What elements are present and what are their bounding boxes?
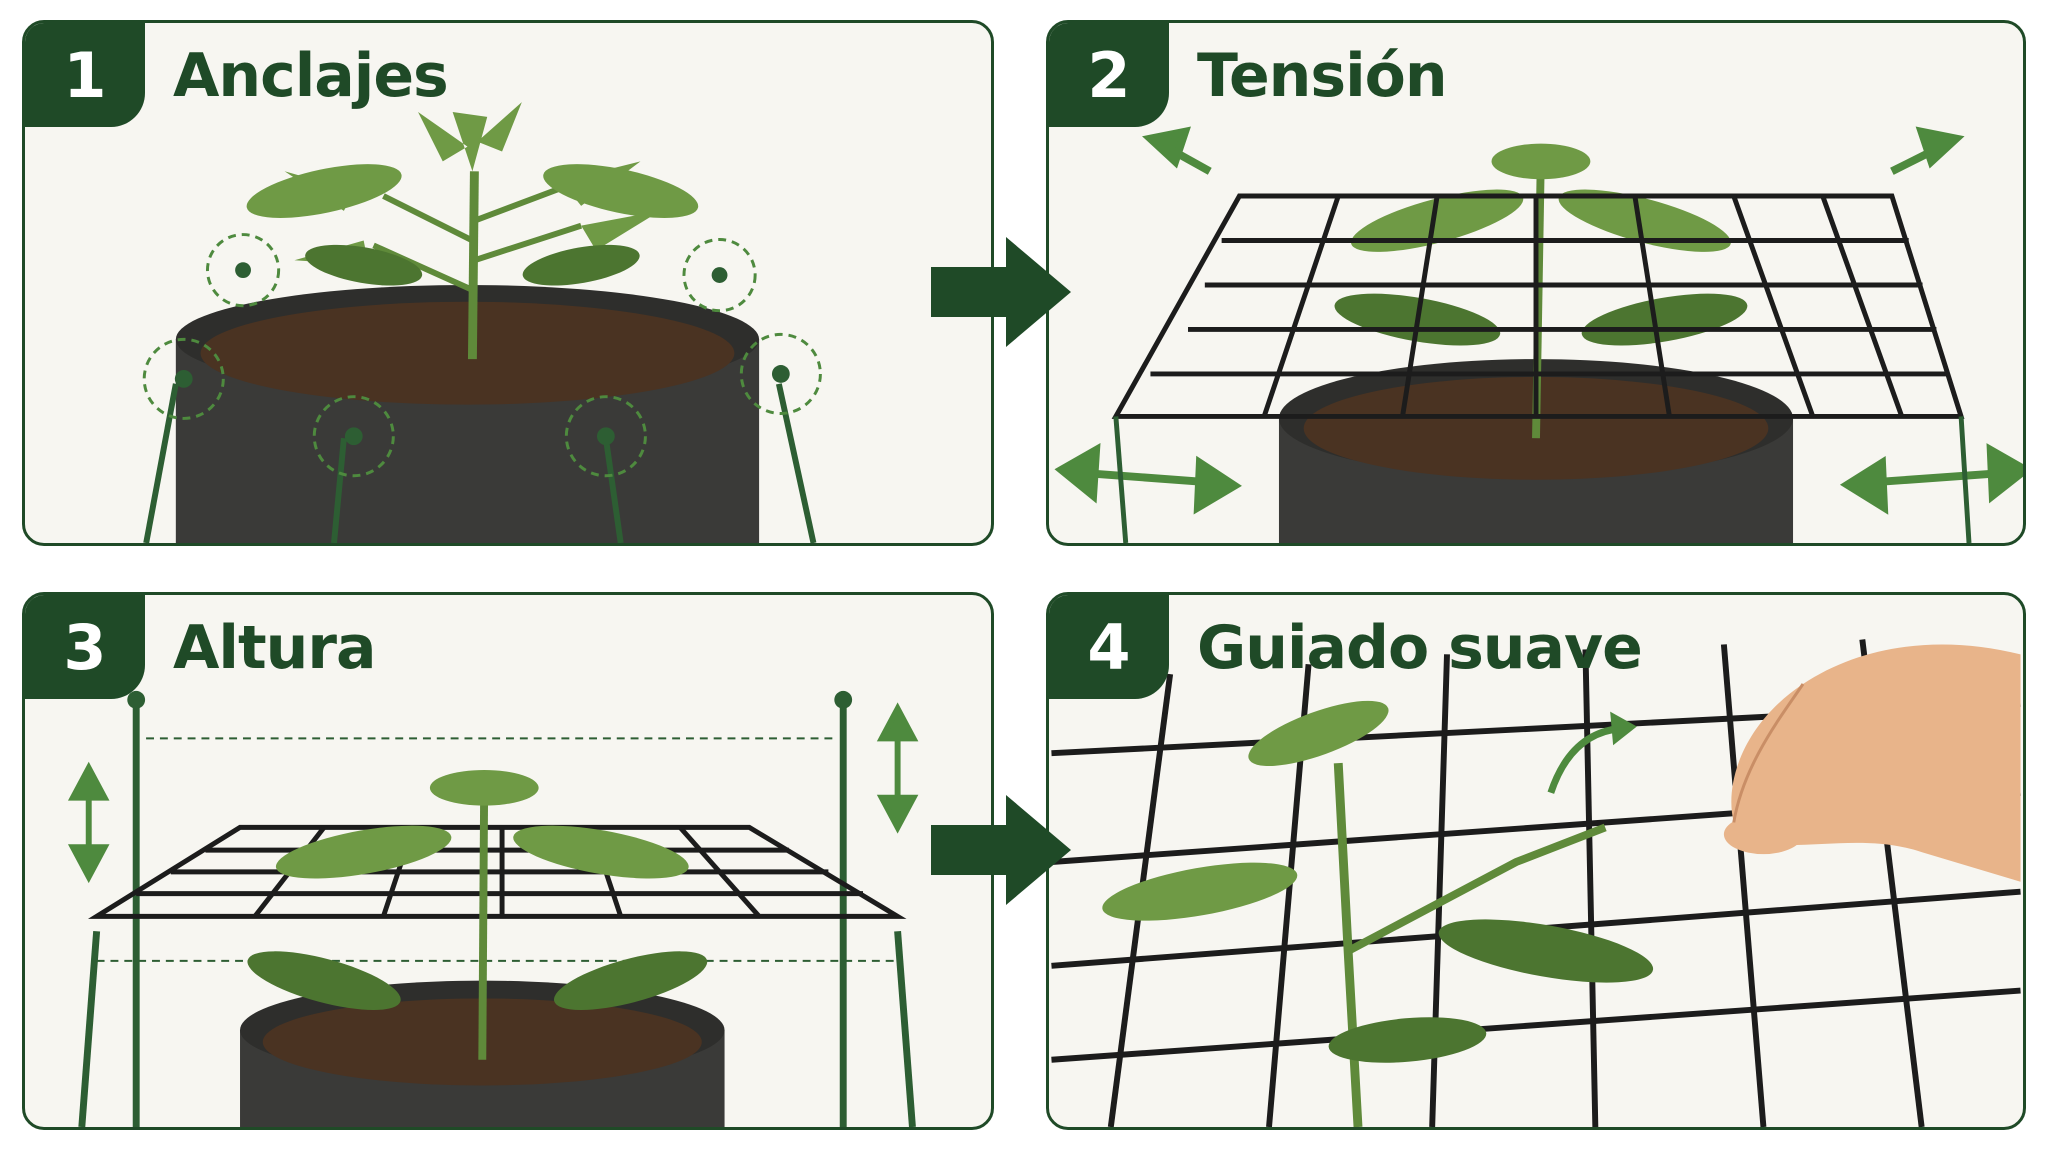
step-4-title: Guiado suave	[1197, 613, 1643, 683]
gentle-guiding-illustration	[1051, 639, 2021, 1127]
anchor-highlights	[142, 233, 822, 478]
tension-illustration	[1054, 126, 2023, 543]
height-guide-lines	[96, 737, 898, 962]
fabric-pot	[175, 284, 760, 543]
right-arrow-icon	[931, 795, 1071, 905]
guide-arrow	[1547, 725, 1621, 794]
anchor-stakes	[143, 383, 817, 543]
step-3-title: Altura	[173, 613, 376, 683]
plant	[246, 102, 699, 360]
step-2-panel: 2 Tensión	[1046, 20, 2026, 546]
step-1-number: 1	[25, 23, 145, 127]
step-4-number: 4	[1049, 595, 1169, 699]
height-illustration	[67, 690, 919, 1127]
step-2-number: 2	[1049, 23, 1169, 127]
step-2-title: Tensión	[1197, 41, 1448, 111]
anchors-illustration	[142, 102, 822, 543]
plant	[1102, 700, 1654, 1127]
right-arrow-icon	[931, 237, 1071, 347]
step-1-title: Anclajes	[173, 41, 449, 111]
step-4-panel: 4 Guiado suave	[1046, 592, 2026, 1130]
trellis-net	[87, 824, 907, 919]
step-1-panel: 1 Anclajes	[22, 20, 994, 546]
height-arrows	[67, 702, 919, 884]
step-3-number: 3	[25, 595, 145, 699]
tension-arrows	[1054, 126, 2023, 515]
step-3-panel: 3 Altura	[22, 592, 994, 1130]
hand	[1723, 644, 2021, 882]
plant	[247, 770, 708, 1060]
trellis-net	[1111, 193, 1965, 419]
